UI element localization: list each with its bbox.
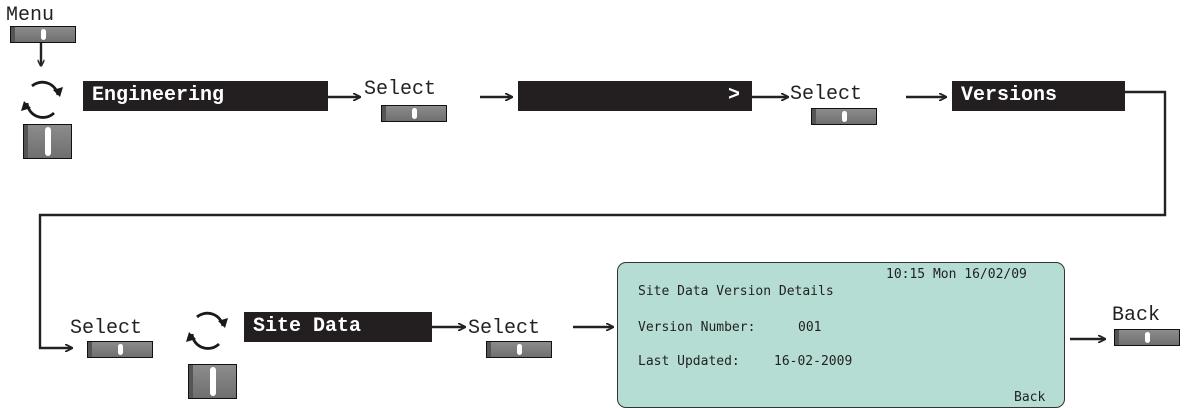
menu-key-icon[interactable] bbox=[10, 26, 76, 43]
lcd-display: 10:15 Mon 16/02/09 Site Data Version Det… bbox=[617, 262, 1065, 408]
scroll-key-icon[interactable] bbox=[23, 124, 72, 159]
select-key-icon[interactable] bbox=[87, 341, 153, 358]
system-chevron: > bbox=[727, 84, 740, 107]
engineering-box: Engineering bbox=[83, 81, 328, 111]
system-box: System > bbox=[518, 81, 752, 137]
display-title: Site Data Version Details bbox=[638, 284, 834, 299]
display-version-value: 001 bbox=[798, 320, 822, 335]
select-key-icon[interactable] bbox=[486, 341, 552, 358]
select-label-1: Select bbox=[364, 78, 437, 101]
select-label-2: Select bbox=[790, 83, 863, 106]
select-key-icon[interactable] bbox=[381, 105, 447, 122]
scroll-key-icon[interactable] bbox=[188, 364, 237, 399]
scroll-cycle-icon[interactable] bbox=[18, 75, 66, 123]
select-label-4: Select bbox=[468, 317, 541, 340]
select-key-icon[interactable] bbox=[811, 108, 877, 125]
site-data-box: Site Data bbox=[244, 312, 432, 342]
back-key-icon[interactable] bbox=[1114, 329, 1180, 346]
versions-box: Versions bbox=[952, 81, 1125, 111]
display-clock: 10:15 Mon 16/02/09 bbox=[886, 267, 1027, 282]
display-version-label: Version Number: bbox=[638, 320, 756, 335]
menu-label: Menu bbox=[6, 4, 55, 27]
scroll-cycle-icon[interactable] bbox=[183, 306, 231, 354]
select-label-3: Select bbox=[70, 317, 143, 340]
display-updated-label: Last Updated: bbox=[638, 354, 740, 369]
system-label: System bbox=[551, 114, 624, 137]
display-back[interactable]: Back bbox=[1014, 390, 1046, 405]
wrap-connector bbox=[38, 90, 1167, 348]
display-updated-value: 16-02-2009 bbox=[774, 354, 853, 369]
back-label: Back bbox=[1112, 304, 1161, 327]
